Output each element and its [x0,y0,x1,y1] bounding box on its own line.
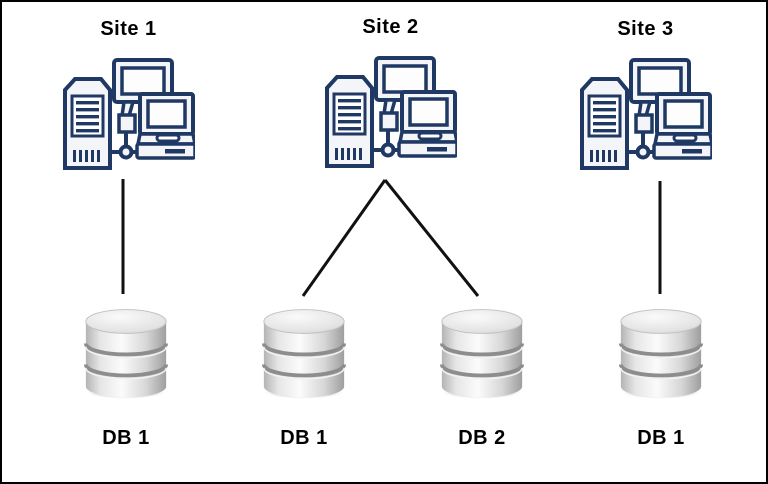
site-1-label: Site 1 [100,18,157,40]
workstation-server-icon [579,58,712,170]
database-icon [618,305,704,402]
connector-site2-db2 [383,179,480,297]
workstation-server-icon [62,58,195,170]
database-icon [261,305,347,402]
site-3-group: Site 3 [579,16,712,170]
database-site1-db1: DB 1 [83,305,169,450]
site-2-group: Site 2 [324,14,457,168]
database-site2-db1: DB 1 [261,305,347,450]
db-label: DB 1 [637,427,685,449]
db-label: DB 1 [280,427,328,449]
site-3-label: Site 3 [617,18,674,40]
site-1-group: Site 1 [62,16,195,170]
workstation-server-icon [324,56,457,168]
db-label: DB 1 [102,427,150,449]
db-label: DB 2 [458,427,506,449]
database-icon [439,305,525,402]
site-2-label: Site 2 [362,16,419,38]
database-site2-db2: DB 2 [439,305,525,450]
connector-site2-db1 [301,179,387,297]
database-icon [83,305,169,402]
database-site3-db1: DB 1 [618,305,704,450]
